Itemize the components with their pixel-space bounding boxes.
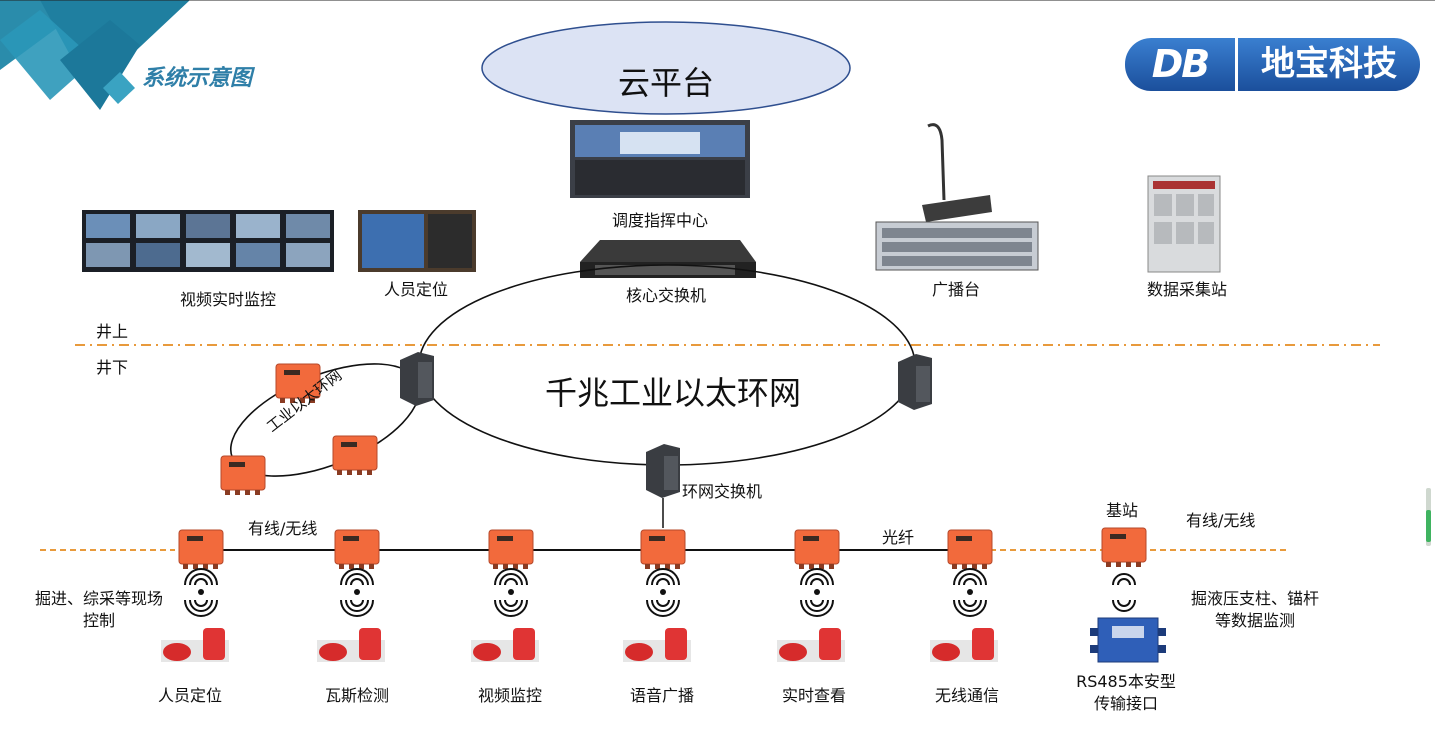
ring-switch-left (400, 352, 434, 406)
wireless-icon (646, 568, 680, 617)
sub-ring-box-right (332, 435, 378, 475)
sub-ring-box-top (275, 363, 321, 403)
wireless-icon (1112, 573, 1136, 612)
miner-lamp-device (930, 628, 998, 662)
cloud-platform-label: 云平台 (617, 64, 715, 102)
data-station-image (1147, 175, 1221, 273)
core-switch-image (580, 240, 756, 278)
terminal-label: 实时查看 (781, 686, 847, 705)
cloud-platform-ellipse (481, 21, 851, 115)
wired-wireless-right-label: 有线/无线 (1186, 511, 1256, 530)
broadcast-station-label: 广播台 (931, 280, 981, 299)
corner-decoration (0, 0, 1435, 110)
page-title: 系统示意图 (142, 66, 253, 91)
wireless-icon (800, 568, 834, 617)
sub-ring-box-left (220, 455, 266, 495)
bus-nodes (161, 527, 1147, 662)
wireless-icon (184, 568, 218, 617)
company-logo: DB 地宝科技 (1125, 38, 1420, 91)
video-wall-image (82, 210, 334, 272)
miner-lamp-device (317, 628, 385, 662)
wired-wireless-left-label: 有线/无线 (248, 519, 318, 538)
miner-lamp-device (623, 628, 691, 662)
terminal-label: 视频监控 (477, 686, 543, 705)
wireless-icon (494, 568, 528, 617)
video-monitor-label: 视频实时监控 (179, 290, 277, 309)
zone-above-label: 井上 (96, 322, 129, 341)
right-side-note: 掘液压支柱、锚杆等数据监测 (1190, 589, 1319, 630)
miner-lamp-device (161, 628, 229, 662)
wireless-icon (953, 568, 987, 617)
core-switch-label: 核心交换机 (625, 286, 707, 305)
terminal-label: 瓦斯检测 (324, 686, 390, 705)
terminal-label: 无线通信 (934, 686, 1000, 705)
terminal-junction-box (334, 529, 380, 569)
left-side-note: 掘进、综采等现场控制 (34, 589, 163, 630)
rs485-interface-image (1090, 617, 1166, 663)
ring-switch-right (898, 354, 932, 410)
terminal-label: 语音广播 (629, 686, 695, 705)
ring-switch-bottom (646, 444, 680, 498)
personnel-position-image (358, 210, 476, 272)
wireless-icon (340, 568, 374, 617)
personnel-position-surface-label: 人员定位 (383, 280, 449, 299)
terminal-junction-box (794, 529, 840, 569)
miner-lamp-device (471, 628, 539, 662)
terminal-junction-box (488, 529, 534, 569)
terminal-junction-box (178, 529, 224, 569)
rs485-label: RS485本安型传输接口 (1076, 672, 1176, 713)
dispatch-center-image (570, 120, 750, 198)
main-ring-label: 千兆工业以太环网 (545, 374, 802, 412)
miner-lamp-device (777, 628, 845, 662)
sub-ring-boxes (220, 363, 378, 495)
terminal-junction-box (947, 529, 993, 569)
base-station-label: 基站 (1106, 501, 1139, 520)
fiber-label: 光纤 (882, 528, 915, 547)
logo-company-name: 地宝科技 (1238, 38, 1420, 91)
broadcast-station-image (875, 123, 1039, 271)
base-station-box (1101, 527, 1147, 567)
zone-below-label: 井下 (96, 358, 129, 377)
terminal-label: 人员定位 (157, 686, 223, 705)
terminal-junction-box (640, 529, 686, 569)
dispatch-center-label: 调度指挥中心 (611, 211, 709, 230)
logo-db: DB (1125, 38, 1235, 91)
scroll-thumb[interactable] (1426, 510, 1431, 542)
data-station-label: 数据采集站 (1146, 280, 1228, 299)
ring-switch-label: 环网交换机 (682, 482, 763, 501)
